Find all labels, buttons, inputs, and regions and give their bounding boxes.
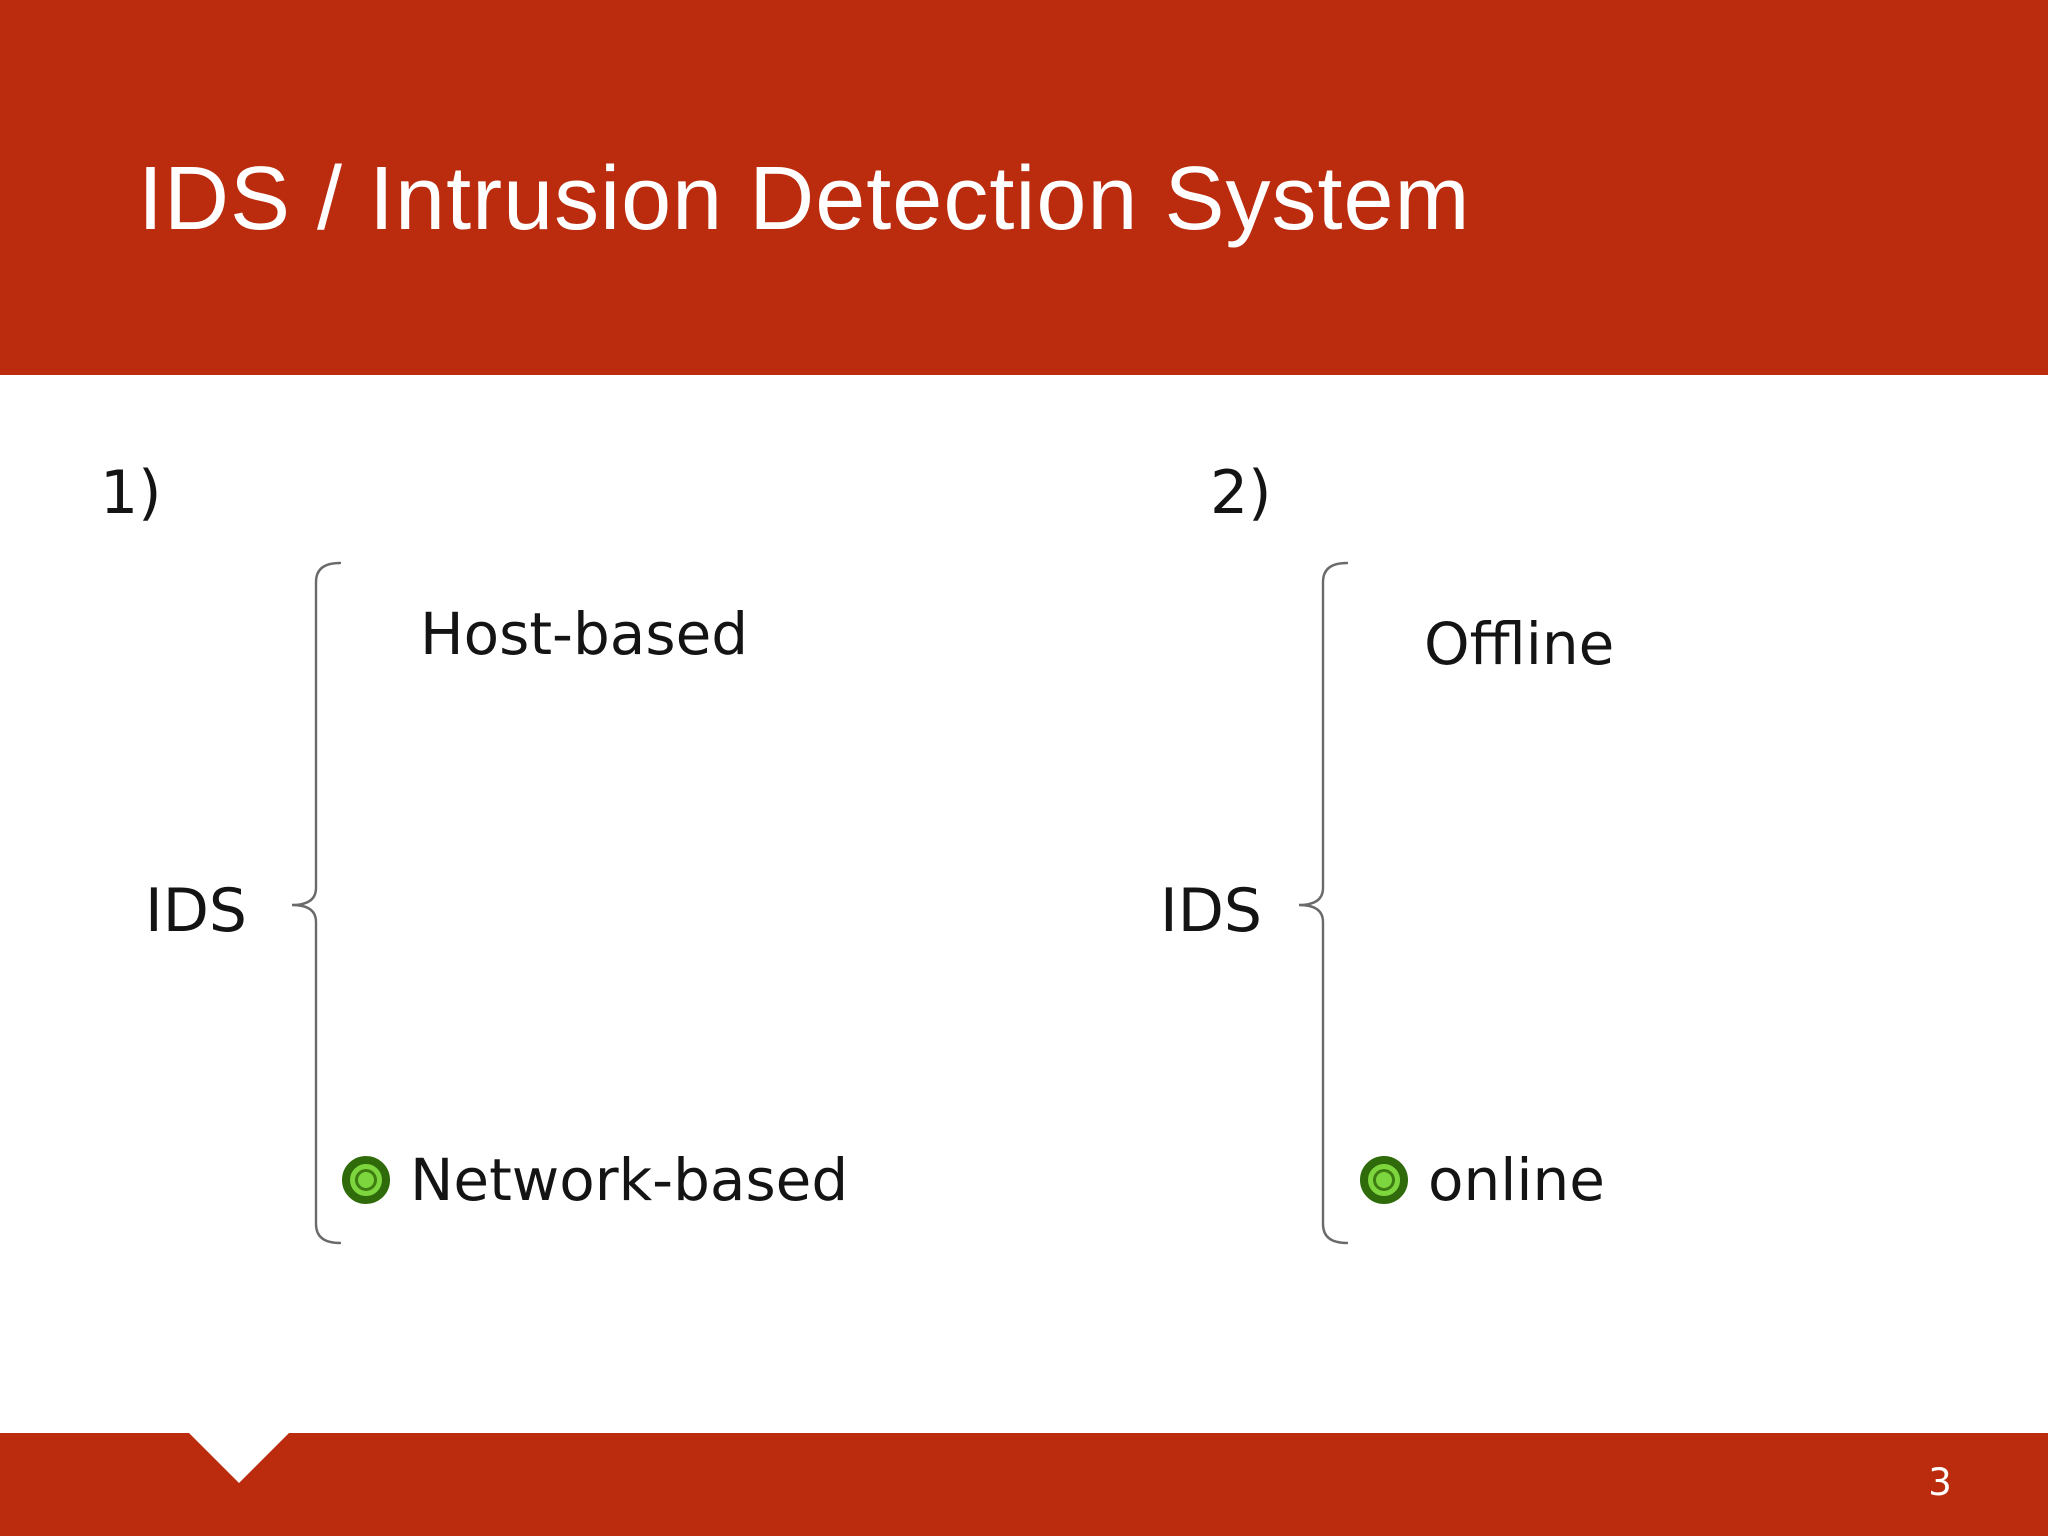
slide-title: IDS / Intrusion Detection System (138, 149, 1471, 249)
group1-number-label: 1) (100, 458, 162, 528)
green-radio-bullet-icon (342, 1156, 390, 1204)
group1-branch-bottom: Network-based (342, 1146, 848, 1214)
bullet-inner-ring (355, 1169, 377, 1191)
down-triangle-notch-icon (189, 1433, 289, 1483)
group2-branch-bottom: online (1360, 1146, 1605, 1214)
group2-root-label: IDS (1160, 876, 1262, 946)
curly-brace-icon (291, 561, 342, 1245)
page-number: 3 (1928, 1461, 1952, 1504)
group1-branch-bottom-label: Network-based (410, 1146, 849, 1214)
group1-root-label: IDS (145, 876, 247, 946)
group2-branch-top-label: Offline (1424, 610, 1615, 678)
group1-branch-top-label: Host-based (420, 600, 749, 668)
group2-number-label: 2) (1210, 458, 1272, 528)
curly-brace-icon (1298, 561, 1349, 1245)
footer-band: 3 (0, 1433, 2048, 1536)
group2-branch-bottom-label: online (1428, 1146, 1605, 1214)
green-radio-bullet-icon (1360, 1156, 1408, 1204)
title-band: IDS / Intrusion Detection System (0, 0, 2048, 375)
bullet-inner-ring (1373, 1169, 1395, 1191)
